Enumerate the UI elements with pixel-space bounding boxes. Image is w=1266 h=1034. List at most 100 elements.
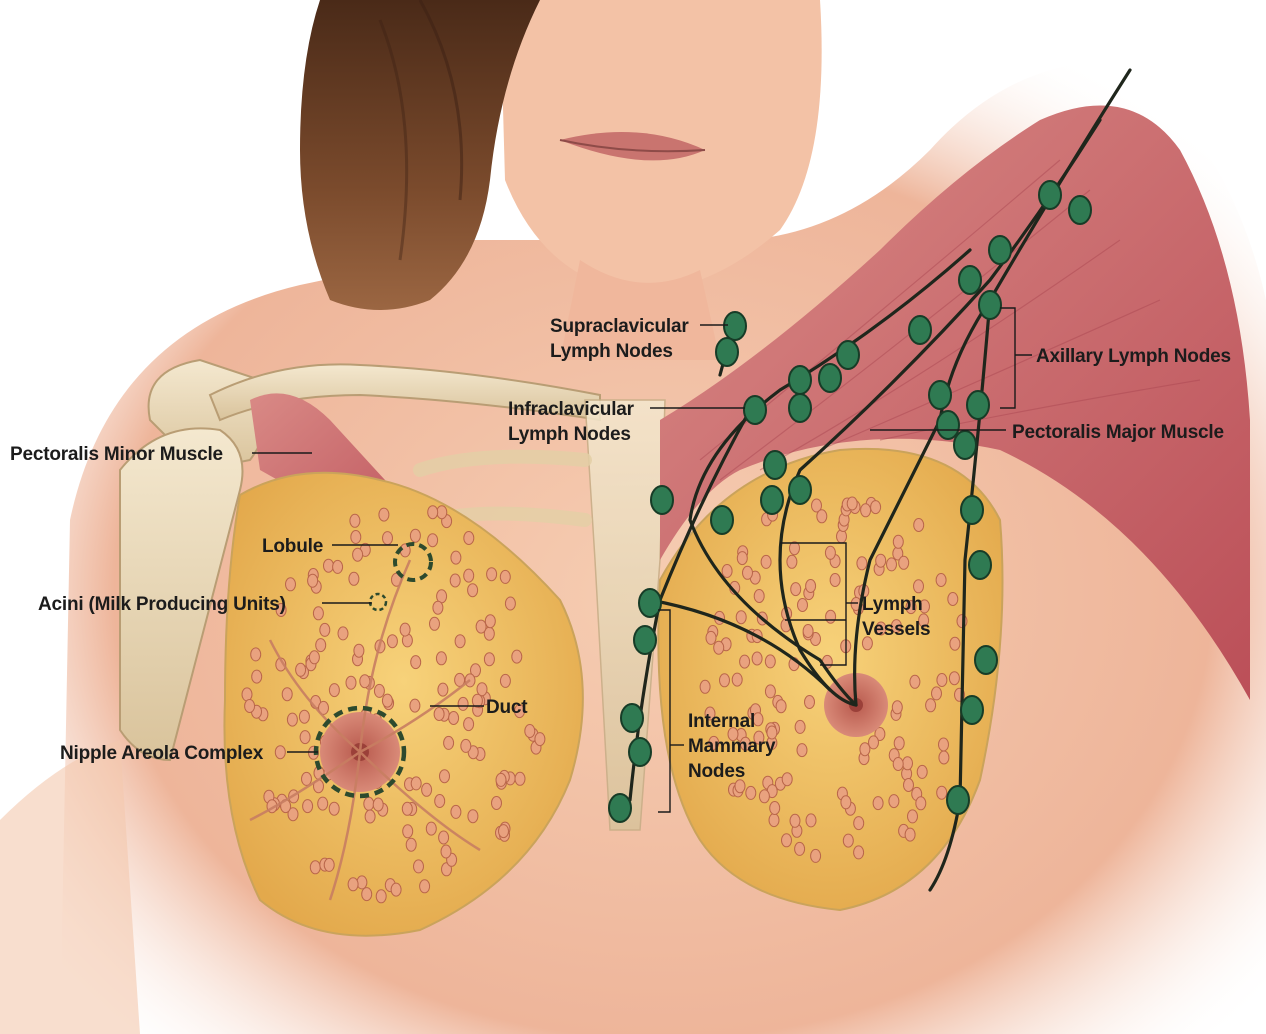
gland-lobule — [765, 655, 775, 668]
gland-lobule — [706, 631, 716, 644]
lymph-node — [1069, 196, 1091, 224]
lymph-node — [621, 704, 643, 732]
gland-lobule — [428, 534, 438, 547]
gland-lobule — [364, 797, 374, 810]
gland-lobule — [500, 570, 510, 583]
gland-lobule — [451, 551, 461, 564]
gland-lobule — [300, 731, 310, 744]
lymph-node — [837, 341, 859, 369]
gland-lobule — [737, 552, 747, 565]
gland-lobule — [455, 635, 465, 648]
lymph-node — [979, 291, 1001, 319]
gland-lobule — [496, 773, 506, 786]
lymph-node — [954, 431, 976, 459]
lymph-node — [629, 738, 651, 766]
gland-lobule — [797, 744, 807, 757]
gland-lobule — [937, 786, 947, 799]
gland-lobule — [316, 639, 326, 652]
gland-lobule — [310, 861, 320, 874]
gland-lobule — [406, 838, 416, 851]
gland-lobule — [926, 699, 936, 712]
gland-lobule — [512, 650, 522, 663]
gland-lobule — [461, 739, 471, 752]
gland-lobule — [776, 700, 786, 713]
lymph-node — [634, 626, 656, 654]
gland-lobule — [939, 751, 949, 764]
gland-lobule — [411, 777, 421, 790]
gland-lobule — [318, 797, 328, 810]
lymph-node — [1039, 181, 1061, 209]
gland-lobule — [487, 568, 497, 581]
gland-lobule — [787, 555, 797, 568]
gland-lobule — [893, 535, 903, 548]
gland-lobule — [430, 617, 440, 630]
gland-lobule — [251, 648, 261, 661]
gland-lobule — [905, 828, 915, 841]
gland-lobule — [435, 795, 445, 808]
gland-lobule — [437, 506, 447, 519]
gland-lobule — [939, 738, 949, 751]
lymph-node — [744, 396, 766, 424]
gland-lobule — [362, 888, 372, 901]
gland-lobule — [476, 620, 486, 633]
lymph-node — [711, 506, 733, 534]
gland-lobule — [458, 697, 468, 710]
gland-lobule — [464, 532, 474, 545]
gland-lobule — [759, 790, 769, 803]
gland-lobule — [464, 569, 474, 582]
gland-lobule — [732, 673, 742, 686]
gland-lobule — [438, 683, 448, 696]
gland-lobule — [499, 825, 509, 838]
lymph-node — [609, 794, 631, 822]
gland-lobule — [444, 736, 454, 749]
gland-lobule — [428, 506, 438, 519]
gland-lobule — [353, 548, 363, 561]
gland-lobule — [451, 805, 461, 818]
gland-lobule — [379, 508, 389, 521]
gland-lobule — [349, 572, 359, 585]
gland-lobule — [422, 783, 432, 796]
gland-lobule — [338, 627, 348, 640]
lymph-node — [937, 411, 959, 439]
gland-lobule — [826, 610, 836, 623]
gland-lobule — [309, 651, 319, 664]
gland-lobule — [949, 672, 959, 685]
gland-lobule — [854, 846, 864, 859]
gland-lobule — [333, 560, 343, 573]
gland-lobule — [433, 601, 443, 614]
gland-lobule — [790, 814, 800, 827]
gland-lobule — [892, 701, 902, 714]
lymph-node — [989, 236, 1011, 264]
gland-lobule — [830, 574, 840, 587]
gland-lobule — [410, 529, 420, 542]
gland-lobule — [299, 710, 309, 723]
gland-lobule — [743, 566, 753, 579]
gland-lobule — [791, 583, 801, 596]
gland-lobule — [861, 504, 871, 517]
gland-lobule — [374, 684, 384, 697]
gland-lobule — [746, 786, 756, 799]
lymph-node — [929, 381, 951, 409]
lymph-node — [969, 551, 991, 579]
lymph-node — [724, 312, 746, 340]
gland-lobule — [957, 615, 967, 628]
gland-lobule — [403, 825, 413, 838]
lymph-node — [716, 338, 738, 366]
gland-lobule — [843, 834, 853, 847]
label-infraclavicular-line2: Lymph Nodes — [508, 424, 631, 445]
gland-lobule — [346, 676, 356, 689]
gland-lobule — [825, 546, 835, 559]
gland-lobule — [736, 611, 746, 624]
label-lobule: Lobule — [262, 536, 323, 557]
gland-lobule — [857, 557, 867, 570]
gland-lobule — [904, 779, 914, 792]
gland-lobule — [440, 770, 450, 783]
lymph-node — [764, 451, 786, 479]
gland-lobule — [841, 796, 851, 809]
gland-lobule — [817, 510, 827, 523]
gland-lobule — [468, 810, 478, 823]
gland-lobule — [468, 584, 478, 597]
gland-lobule — [837, 530, 847, 543]
gland-lobule — [847, 497, 857, 510]
